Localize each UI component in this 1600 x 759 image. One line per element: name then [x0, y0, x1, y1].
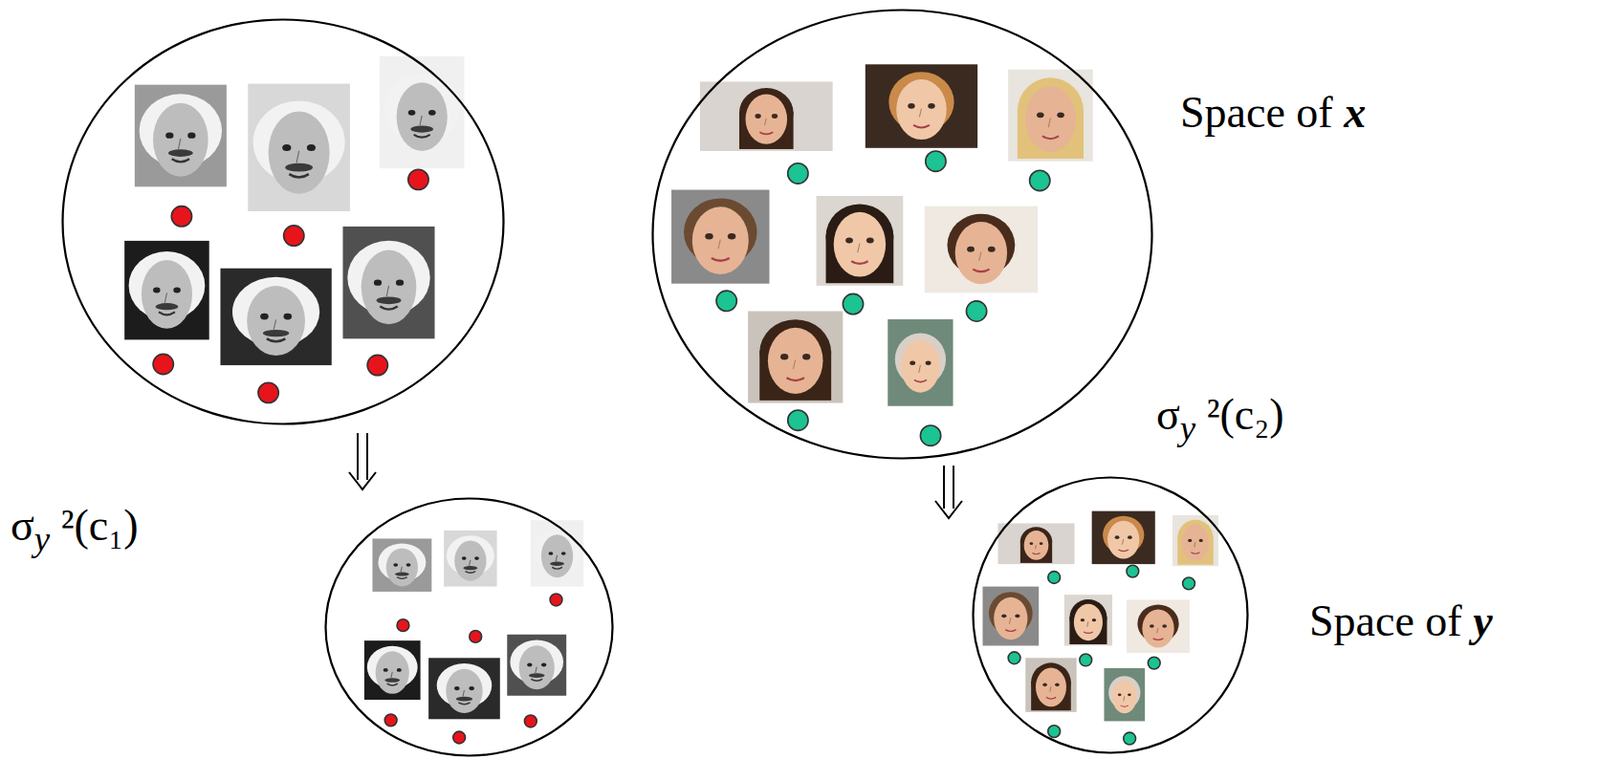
face-photo — [1064, 594, 1113, 646]
face-photo — [1008, 69, 1094, 162]
sample-dot — [925, 151, 946, 172]
sample-dot — [453, 731, 466, 745]
feature-space-circle — [651, 8, 1154, 461]
face-photo — [343, 226, 436, 339]
space-label: Space of x — [1180, 87, 1366, 139]
face-photo — [530, 520, 584, 587]
face-photo — [747, 311, 843, 404]
face-photo — [219, 268, 331, 366]
sample-dot — [408, 169, 429, 190]
space-label: Space of y — [1309, 596, 1493, 648]
variance-label: σy ²(c₂) — [1156, 390, 1285, 441]
variance-label: σy ²(c₁) — [10, 501, 139, 552]
face-photo — [887, 319, 953, 407]
sample-dot — [367, 354, 388, 375]
sample-dot — [788, 410, 809, 431]
sample-dot — [1147, 657, 1161, 670]
sample-dot — [524, 715, 537, 728]
sample-dot — [716, 290, 737, 311]
face-photo — [124, 241, 210, 340]
face-set — [982, 511, 1218, 746]
sample-dot — [284, 225, 305, 246]
face-photo — [700, 81, 833, 152]
face-photo — [506, 635, 567, 697]
sample-dot — [1030, 170, 1051, 191]
sample-dot — [1126, 565, 1140, 578]
face-photo — [671, 190, 769, 285]
circle-outline — [651, 8, 1154, 461]
face-photo — [1025, 657, 1076, 713]
sample-dot — [384, 714, 397, 727]
feature-space-circle — [971, 476, 1250, 755]
face-photo — [443, 530, 497, 588]
sample-dot — [965, 301, 987, 322]
sample-dot — [842, 293, 863, 314]
feature-space-circle — [324, 497, 614, 758]
sample-dot — [396, 619, 410, 633]
face-photo — [1092, 511, 1156, 565]
sample-dot — [1079, 654, 1093, 667]
face-photo — [982, 587, 1039, 647]
sample-dot — [788, 163, 809, 184]
face-photo — [428, 657, 501, 720]
face-photo — [134, 85, 227, 188]
sample-dot — [258, 382, 279, 403]
double-arrow — [935, 465, 963, 519]
sample-dot — [1183, 577, 1196, 591]
circle-outline — [971, 476, 1250, 755]
face-set — [364, 520, 584, 745]
circle-outline — [324, 497, 614, 758]
sample-dot — [1048, 725, 1061, 739]
double-arrow — [349, 433, 376, 490]
circle-outline — [61, 18, 505, 426]
sample-dot — [1048, 571, 1061, 585]
face-photo — [379, 56, 465, 169]
face-photo — [372, 538, 432, 592]
sample-dot — [153, 353, 174, 374]
face-set — [671, 64, 1094, 446]
face-photo — [997, 523, 1074, 565]
sample-dot — [920, 425, 941, 446]
face-photo — [1103, 668, 1145, 722]
face-photo — [865, 64, 978, 148]
sample-dot — [1123, 732, 1137, 746]
feature-space-circle — [61, 18, 505, 426]
sample-dot — [549, 593, 563, 607]
sample-dot — [171, 206, 192, 227]
face-set — [124, 56, 464, 404]
sample-dot — [1008, 652, 1021, 665]
face-photo — [924, 206, 1038, 294]
face-photo — [247, 84, 351, 212]
sample-dot — [469, 630, 483, 643]
face-photo — [1126, 599, 1190, 653]
face-photo — [816, 196, 904, 286]
face-photo — [364, 640, 421, 701]
